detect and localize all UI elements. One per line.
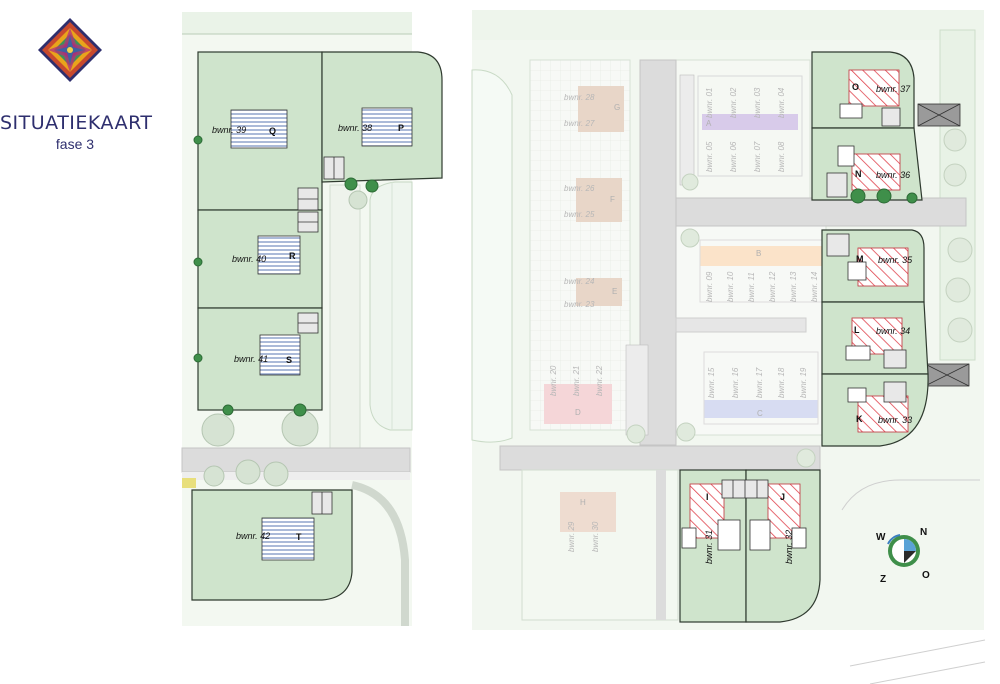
lot-letter: Q — [269, 126, 276, 136]
lot-label: bwnr. 32 — [784, 530, 794, 564]
lot-letter: L — [854, 325, 860, 335]
svg-text:C: C — [757, 409, 763, 418]
lot-letter: J — [780, 492, 785, 502]
project-logo-icon — [38, 18, 102, 82]
compass-west: W — [876, 532, 886, 543]
svg-text:bwnr. 22: bwnr. 22 — [595, 365, 604, 396]
map-subtitle: fase 3 — [55, 136, 95, 152]
svg-text:bwnr. 16: bwnr. 16 — [731, 367, 740, 398]
block-c: C — [703, 351, 819, 425]
lot-q[interactable]: bwnr. 39 Q — [197, 51, 323, 211]
bridge-icon — [917, 103, 970, 387]
svg-text:bwnr. 02: bwnr. 02 — [729, 87, 738, 118]
lot-label: bwnr. 42 — [236, 531, 270, 541]
svg-text:H: H — [580, 498, 586, 507]
svg-text:bwnr. 17: bwnr. 17 — [755, 367, 764, 398]
lot-label: bwnr. 33 — [878, 415, 912, 425]
svg-text:bwnr. 18: bwnr. 18 — [777, 367, 786, 398]
compass-east: O — [922, 570, 930, 581]
compass-south: Z — [880, 574, 886, 585]
svg-text:bwnr. 03: bwnr. 03 — [753, 87, 762, 118]
lot-l[interactable]: bwnr. 34 L — [821, 301, 929, 375]
lot-letter: T — [296, 532, 302, 542]
compass-north: N — [920, 527, 927, 538]
svg-text:bwnr. 20: bwnr. 20 — [549, 365, 558, 396]
svg-text:D: D — [575, 408, 581, 417]
svg-text:bwnr. 09: bwnr. 09 — [705, 271, 714, 302]
svg-text:bwnr. 12: bwnr. 12 — [768, 271, 777, 302]
svg-text:bwnr. 21: bwnr. 21 — [572, 366, 581, 396]
lot-letter: P — [398, 123, 404, 133]
svg-text:bwnr. 30: bwnr. 30 — [591, 521, 600, 552]
lot-label: bwnr. 35 — [878, 255, 913, 265]
lot-label: bwnr. 41 — [234, 354, 268, 364]
lot-m[interactable]: bwnr. 35 M — [821, 229, 925, 303]
svg-text:A: A — [706, 119, 712, 128]
shed-group — [721, 479, 769, 499]
lot-p[interactable]: bwnr. 38 P — [321, 51, 443, 183]
svg-text:bwnr. 04: bwnr. 04 — [777, 87, 786, 118]
svg-text:bwnr. 19: bwnr. 19 — [799, 367, 808, 398]
lot-n[interactable]: bwnr. 36 N — [811, 127, 923, 201]
svg-text:F: F — [610, 195, 615, 204]
svg-text:bwnr. 07: bwnr. 07 — [753, 141, 762, 172]
lot-k[interactable]: bwnr. 33 K — [821, 373, 929, 447]
lot-t[interactable]: bwnr. 42 T — [191, 489, 353, 601]
tree-cluster — [201, 190, 368, 487]
svg-text:bwnr. 05: bwnr. 05 — [705, 141, 714, 172]
map-title: SITUATIEKAART — [0, 112, 153, 134]
left-panel: bwnr. 39 Q bwnr. 38 P bwnr. 40 R bwnr. 4… — [181, 12, 443, 626]
svg-text:bwnr. 10: bwnr. 10 — [726, 271, 735, 302]
svg-text:bwnr. 13: bwnr. 13 — [789, 271, 798, 302]
lot-label: bwnr. 40 — [232, 254, 266, 264]
block-d: D — [544, 384, 612, 424]
svg-text:bwnr. 25: bwnr. 25 — [564, 210, 595, 219]
faded-house-numbers: bwnr. 01 bwnr. 02 bwnr. 03 bwnr. 04 bwnr… — [549, 87, 819, 552]
svg-text:E: E — [612, 287, 617, 296]
lot-label: bwnr. 34 — [876, 326, 910, 336]
lot-letter: R — [289, 251, 296, 261]
lot-letter: O — [852, 82, 859, 92]
lot-letter: N — [855, 169, 862, 179]
compass-rose-icon: W N Z O — [876, 527, 930, 585]
block-g: G — [578, 86, 624, 132]
shed-group — [297, 156, 345, 515]
svg-text:bwnr. 24: bwnr. 24 — [564, 277, 595, 286]
lot-j[interactable]: bwnr. 32 J — [745, 469, 821, 623]
svg-text:bwnr. 27: bwnr. 27 — [564, 119, 595, 128]
svg-text:bwnr. 29: bwnr. 29 — [567, 521, 576, 552]
block-e: E — [576, 278, 622, 306]
svg-text:bwnr. 01: bwnr. 01 — [705, 88, 714, 118]
block-f: F — [576, 178, 622, 222]
lot-label: bwnr. 31 — [704, 530, 714, 564]
svg-text:bwnr. 15: bwnr. 15 — [707, 367, 716, 398]
lot-label: bwnr. 38 — [338, 123, 372, 133]
svg-text:bwnr. 23: bwnr. 23 — [564, 300, 595, 309]
svg-text:bwnr. 06: bwnr. 06 — [729, 141, 738, 172]
lot-label: bwnr. 39 — [212, 125, 246, 135]
title-block: SITUATIEKAART fase 3 — [0, 0, 170, 170]
svg-text:bwnr. 11: bwnr. 11 — [747, 272, 756, 302]
svg-text:bwnr. 14: bwnr. 14 — [810, 271, 819, 302]
svg-text:G: G — [614, 103, 620, 112]
svg-text:bwnr. 08: bwnr. 08 — [777, 141, 786, 172]
block-h: H — [560, 492, 616, 532]
lot-label: bwnr. 37 — [876, 84, 911, 94]
block-a: A — [697, 75, 803, 177]
svg-text:B: B — [756, 249, 761, 258]
lot-letter: S — [286, 355, 292, 365]
lot-letter: I — [706, 492, 709, 502]
lot-letter: K — [856, 414, 863, 424]
lot-o[interactable]: bwnr. 37 O — [811, 51, 915, 129]
lot-letter: M — [856, 254, 864, 264]
lot-label: bwnr. 36 — [876, 170, 910, 180]
svg-text:bwnr. 26: bwnr. 26 — [564, 184, 595, 193]
svg-text:bwnr. 28: bwnr. 28 — [564, 93, 595, 102]
